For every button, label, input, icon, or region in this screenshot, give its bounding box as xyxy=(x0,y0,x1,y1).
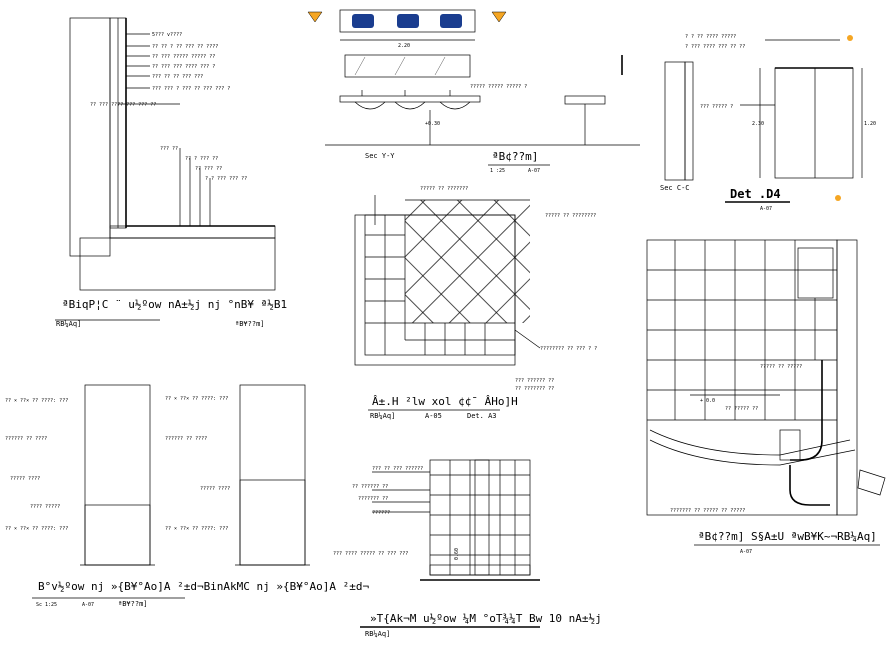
title-br: ªB¢??m] S§A±U ªwB¥K~¬RB¼Aq] xyxy=(698,530,877,543)
note-tl-8: ?? ? ??? ?? xyxy=(185,156,218,162)
note-tl-0: 5??? v???? xyxy=(152,32,182,38)
note-bl-6: ?????? ?? ???? xyxy=(165,436,207,442)
title-bc-2: RB¼Aq] xyxy=(365,630,390,638)
diagonal-tiles xyxy=(405,200,530,323)
title-tr: Det .D4 xyxy=(730,187,781,201)
scale-bl: Sc 1:25 xyxy=(36,602,57,608)
note-mid-3: ??? ?????? ?? xyxy=(515,378,554,384)
note-tr-0: ? ? ?? ???? ????? xyxy=(685,34,736,40)
note-tl-4: ??? ?? ?? ??? ??? xyxy=(152,74,203,80)
note-bc-3: ?????? xyxy=(372,510,390,516)
note-mid-1: ????? ?? ???????? xyxy=(545,213,596,219)
mosaic-column-1 xyxy=(84,384,151,566)
stone-cladding xyxy=(774,67,854,179)
wall-section xyxy=(664,61,686,181)
scale-tr: A-07 xyxy=(760,206,772,212)
title-bl: B°v½ºow nj »{B¥°Ao]A ²±d¬BinAkMC nj »{B¥… xyxy=(38,580,370,593)
scale-br: A-07 xyxy=(740,549,752,555)
title-tl-2: RB¼Aq] xyxy=(56,320,81,328)
floor-screed xyxy=(109,225,276,239)
note-tr-2: ??? ????? ? xyxy=(700,104,733,110)
note-bl-4: ?? × ??× ?? ????: ??? xyxy=(5,526,68,532)
section-cc: Sec C-C xyxy=(660,184,690,192)
title-tl: ªBiqP¦C ¨ u½ºow nA±½j nj °nB¥ ª½B1 xyxy=(62,298,287,311)
detail-vanity-sinks: 2.20 +0.30 ????? ????? ????? ? Sec Y-Y ª… xyxy=(307,9,640,174)
detail-d4: 2.30 1.20 ? ? ?? ???? ????? ? ??? ???? ?… xyxy=(660,34,876,212)
sink-icon xyxy=(440,14,462,28)
note-mid-0: ????? ?? ??????? xyxy=(420,186,468,192)
bottom-tiles xyxy=(430,460,530,575)
marker-icon xyxy=(847,35,853,41)
section-arrow-left-icon xyxy=(307,11,323,23)
p-trap xyxy=(789,465,830,506)
sheet-mid: A-05 xyxy=(425,412,442,420)
section-yy: Sec Y-Y xyxy=(365,152,395,160)
note-bl-7: ????? ???? xyxy=(200,486,230,492)
note-bl-1: ?????? ?? ???? xyxy=(5,436,47,442)
elevation-frame xyxy=(646,239,838,516)
note-tl-3: ?? ??? ??? ???? ??? ? xyxy=(152,64,215,70)
note-tl-2: ?? ??? ????? ????? ?? xyxy=(152,54,215,60)
dim-tr-0: 2.30 xyxy=(752,121,764,127)
section-arrow-right-icon xyxy=(491,11,507,23)
title-tc: ªB¢??m] xyxy=(492,150,538,163)
note-mid-2: ???????? ?? ??? ? ? xyxy=(540,346,597,352)
side-counter xyxy=(564,95,606,105)
note-bc-4: ??? ???? ????? ?? ??? ??? xyxy=(333,551,408,557)
sink-icon xyxy=(397,14,419,28)
counter-top xyxy=(339,95,481,103)
note-tl-5: ??? ??? ? ??? ?? ??? ??? ? xyxy=(152,86,230,92)
note-bc-0: ??? ?? ??? ?????? xyxy=(372,466,423,472)
title-bc: »T{Ak¬M u½ºow ¼M °oT¾¼T Bw 10 nA±½j xyxy=(370,612,602,625)
note-br-1: + 0.0 xyxy=(700,398,715,404)
note-tl-10: ? ? ??? ??? ?? xyxy=(205,176,247,182)
title-mid: Â±.H ²lw xol ¢¢¯ ÂHo]H xyxy=(372,395,518,408)
sheet-bl: A-07 xyxy=(82,602,94,608)
note-bl-0: ?? × ??× ?? ????: ??? xyxy=(5,398,68,404)
note-br-3: ??????? ?? ????? ?? ????? xyxy=(670,508,745,514)
sheet-tc: A-07 xyxy=(528,168,540,174)
detail-bathroom-elevation: ????? ?? ????? + 0.0 ?? ????? ?? ???????… xyxy=(646,239,886,555)
mosaic-column-2 xyxy=(239,384,306,566)
dim-bc: 0.60 xyxy=(454,548,460,560)
cistern-box xyxy=(797,247,834,299)
detail-wall-floor-section: 5??? v???? ?? ?? ? ?? ??? ?? ???? ?? ???… xyxy=(55,17,287,328)
wall-tiles xyxy=(647,240,837,421)
scale-tc: 1 :25 xyxy=(490,168,505,174)
note-br-2: ?? ????? ?? xyxy=(725,406,758,412)
detail-mosaic-columns: ?? × ??× ?? ????: ??? ?????? ?? ???? ???… xyxy=(5,384,370,608)
note-tr-1: ? ??? ???? ??? ?? ?? xyxy=(685,44,745,50)
subtitle-tl: ªB¥??m] xyxy=(235,320,265,328)
vanity-plan xyxy=(339,9,476,33)
note-br-0: ????? ?? ????? xyxy=(760,364,802,370)
subtitle-bl: ªB¥??m] xyxy=(118,600,148,608)
sink-icon xyxy=(352,14,374,28)
note-tl-7: ??? ?? xyxy=(160,146,178,152)
detail-wall-tiles-section: ??? ?? ??? ?????? ?? ?????? ?? ??????? ?… xyxy=(333,459,602,638)
note-tl-6: ?? ??? ???? ??? ??? ?? xyxy=(90,102,156,108)
note-tl-1: ?? ?? ? ?? ??? ?? ???? xyxy=(152,44,218,50)
det-mid: Det. A3 xyxy=(467,412,497,420)
note-bl-5: ?? × ??× ?? ????: ??? xyxy=(165,396,228,402)
note-bl-2: ????? ???? xyxy=(10,476,40,482)
note-mid-4: ?? ??????? ?? xyxy=(515,386,554,392)
dim-tr-1: 1.20 xyxy=(864,121,876,127)
marker-icon xyxy=(835,195,841,201)
note-bc-2: ??????? ?? xyxy=(358,496,388,502)
note-tl-9: ?? ??? ?? xyxy=(195,166,222,172)
note-bl-8: ?? × ??× ?? ????: ??? xyxy=(165,526,228,532)
note-bl-3: ???? ????? xyxy=(30,504,60,510)
mirror xyxy=(344,54,471,78)
title-mid-2: RB¼Aq] xyxy=(370,412,395,420)
vanity-note: ????? ????? ????? ? xyxy=(470,84,527,90)
note-bc-1: ?? ?????? ?? xyxy=(352,484,388,490)
elev-label: +0.30 xyxy=(425,121,440,127)
ground-fill xyxy=(79,237,276,291)
wall-hatch xyxy=(69,17,111,257)
vanity-dim: 2.20 xyxy=(398,43,410,49)
detail-tile-floor: ????? ?? ??????? ????? ?? ???????? ?????… xyxy=(354,186,597,420)
